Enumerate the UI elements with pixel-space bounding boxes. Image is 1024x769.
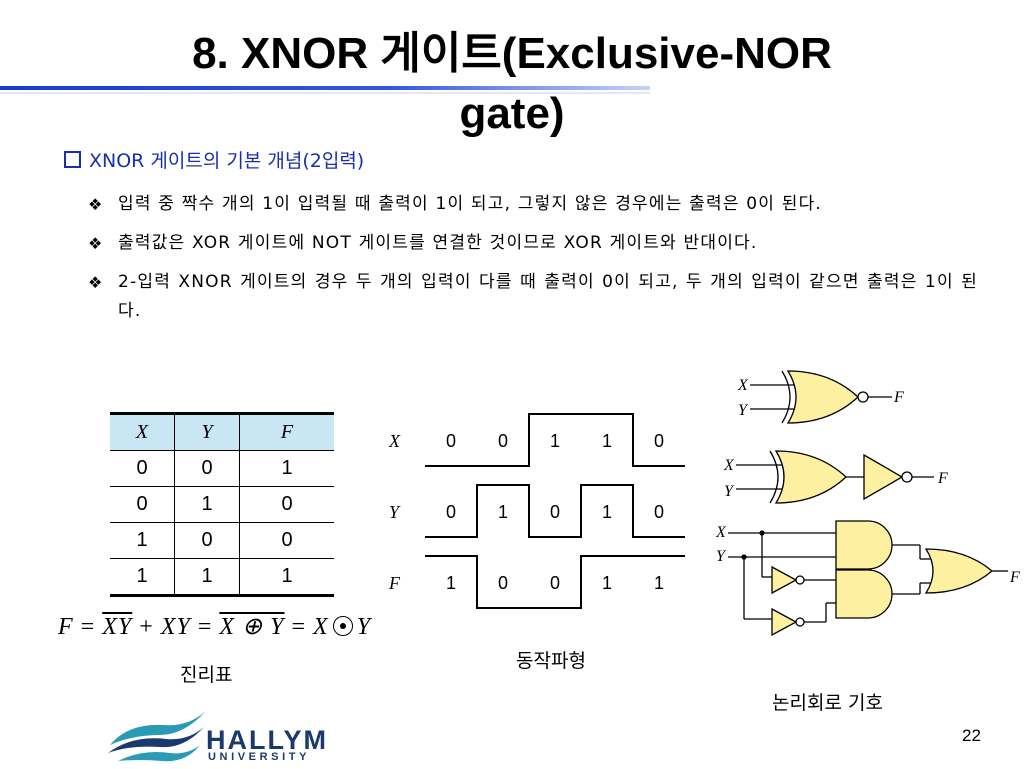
label-x: X bbox=[715, 524, 727, 541]
signal-trace bbox=[425, 413, 685, 467]
label-y: Y bbox=[716, 548, 727, 565]
title-rule bbox=[0, 86, 650, 90]
label-y: Y bbox=[724, 483, 735, 500]
hallym-swoosh-icon bbox=[108, 711, 206, 762]
xnor-odot-icon bbox=[332, 616, 353, 636]
cell: 1 bbox=[174, 486, 240, 523]
xnor-gate-symbol: X Y F bbox=[737, 370, 904, 424]
xor-not-symbol: X Y F bbox=[723, 450, 948, 504]
logic-gate-symbols: .w { stroke:#000; stroke-width:1.3; fill… bbox=[715, 370, 1020, 637]
bullet-item: ❖ 출력값은 XOR 게이트에 NOT 게이트를 연결한 것이므로 XOR 게이… bbox=[88, 229, 978, 258]
cell: 1 bbox=[174, 558, 240, 596]
bullet-item: ❖ 2-입력 XNOR 게이트의 경우 두 개의 입력이 다를 때 출력이 0이… bbox=[88, 268, 978, 326]
slide-title: 8. XNOR 게이트(Exclusive-NOR gate) bbox=[0, 24, 1024, 144]
formula-equals: = bbox=[197, 614, 213, 640]
cell: 1 bbox=[110, 522, 175, 559]
header-x: X bbox=[110, 413, 175, 451]
caption-truth-table: 진리표 bbox=[180, 664, 233, 686]
wave-value-label: 0 bbox=[498, 573, 508, 593]
formula-equals: = bbox=[291, 614, 307, 640]
diamond-bullet-icon: ❖ bbox=[88, 273, 104, 292]
formula-x-bar: X bbox=[102, 614, 118, 640]
label-f: F bbox=[893, 389, 904, 406]
and-or-circuit: X Y F bbox=[715, 520, 1020, 637]
wave-value-label: 0 bbox=[654, 502, 664, 522]
logo-wordmark: HALLYM bbox=[206, 725, 329, 755]
caption-logic-symbol: 논리회로 기호 bbox=[772, 692, 883, 714]
diamond-bullet-icon: ❖ bbox=[88, 195, 104, 214]
label-f: F bbox=[1009, 569, 1020, 586]
cell: 1 bbox=[136, 565, 148, 587]
checkbox-bullet-icon bbox=[64, 151, 81, 168]
wave-value-label: 1 bbox=[446, 573, 456, 593]
wave-value-label: 0 bbox=[550, 573, 560, 593]
bullet-item: ❖ 입력 중 짝수 개의 1이 입력될 때 출력이 1이 되고, 그렇지 않은 … bbox=[88, 190, 978, 219]
bullet-text: 2-입력 XNOR 게이트의 경우 두 개의 입력이 다를 때 출력이 0이 되… bbox=[118, 272, 978, 321]
signal-label: Y bbox=[389, 502, 401, 522]
wave-value-label: 0 bbox=[446, 431, 456, 451]
title-rule-shadow bbox=[0, 92, 650, 94]
bullet-list: ❖ 입력 중 짝수 개의 1이 입력될 때 출력이 1이 되고, 그렇지 않은 … bbox=[88, 190, 978, 336]
page-number: 22 bbox=[962, 726, 981, 745]
diamond-bullet-icon: ❖ bbox=[88, 234, 104, 253]
wave-value-label: 0 bbox=[550, 502, 560, 522]
table-row: 0 0 1 bbox=[110, 450, 334, 487]
truth-table: X Y F 0 0 1 0 1 0 1 0 0 1 1 1 bbox=[110, 412, 334, 597]
formula-xor-bar: X ⊕ Y bbox=[219, 614, 285, 640]
wave-value-label: 0 bbox=[498, 431, 508, 451]
bullet-text: 입력 중 짝수 개의 1이 입력될 때 출력이 1이 되고, 그렇지 않은 경우… bbox=[118, 194, 823, 214]
wave-value-label: 1 bbox=[498, 502, 508, 522]
formula-xy: XY bbox=[160, 614, 191, 640]
hallym-university-logo: HALLYM UNIVERSITY bbox=[108, 705, 348, 765]
table-row: 1 0 0 bbox=[110, 522, 334, 559]
cell: 0 bbox=[174, 450, 240, 487]
signal-trace bbox=[425, 484, 685, 538]
cell: 1 bbox=[239, 450, 334, 487]
wave-value-label: 0 bbox=[446, 502, 456, 522]
bullet-text: 출력값은 XOR 게이트에 NOT 게이트를 연결한 것이므로 XOR 게이트와… bbox=[118, 233, 758, 253]
slide-title-line1: 8. XNOR 게이트(Exclusive-NOR bbox=[192, 29, 832, 78]
label-x: X bbox=[737, 377, 749, 394]
section-heading-text: XNOR 게이트의 기본 개념(2입력) bbox=[89, 150, 365, 172]
cell: 0 bbox=[239, 522, 334, 559]
wave-value-label: 1 bbox=[602, 431, 612, 451]
formula-x: X bbox=[313, 614, 329, 640]
formula-y-bar: Y bbox=[117, 614, 133, 640]
cell: 0 bbox=[174, 522, 240, 559]
signal-label: F bbox=[388, 573, 401, 593]
header-y: Y bbox=[174, 413, 240, 451]
wave-value-label: 0 bbox=[654, 431, 664, 451]
label-y: Y bbox=[738, 402, 749, 419]
cell: 0 bbox=[239, 486, 334, 523]
cell: 0 bbox=[110, 486, 175, 523]
logo-subtitle: UNIVERSITY bbox=[208, 751, 311, 763]
formula-plus: + bbox=[139, 614, 154, 640]
wave-value-label: 1 bbox=[602, 573, 612, 593]
signal-trace bbox=[425, 555, 685, 609]
header-f: F bbox=[239, 413, 334, 451]
slide-title-line2: gate) bbox=[459, 89, 565, 138]
formula-equals: = bbox=[80, 614, 96, 640]
label-x: X bbox=[723, 457, 735, 474]
cell: 1 bbox=[239, 558, 334, 596]
label-f: F bbox=[937, 470, 948, 487]
table-row: 1 1 1 bbox=[110, 558, 334, 596]
formula-lhs: F bbox=[58, 614, 74, 640]
truth-table-header: X Y F bbox=[110, 413, 334, 451]
wave-value-label: 1 bbox=[602, 502, 612, 522]
signal-label: X bbox=[388, 431, 401, 451]
section-heading: XNOR 게이트의 기본 개념(2입력) bbox=[64, 146, 364, 173]
cell: 0 bbox=[110, 450, 175, 487]
wave-value-label: 1 bbox=[654, 573, 664, 593]
wave-value-label: 1 bbox=[550, 431, 560, 451]
caption-waveform: 동작파형 bbox=[516, 650, 586, 672]
table-row: 0 1 0 bbox=[110, 486, 334, 523]
formula-y: Y bbox=[356, 614, 372, 640]
